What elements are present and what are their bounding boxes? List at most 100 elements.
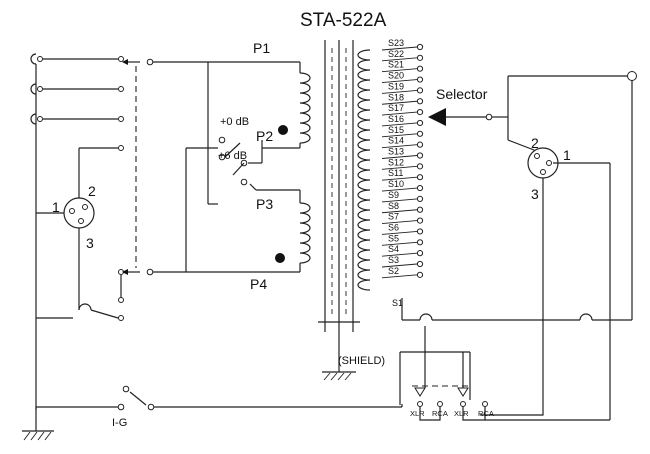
secondary-tap-label: S22	[388, 49, 404, 59]
secondary-tap-terminal	[416, 174, 424, 181]
secondary-tap-label: S23	[388, 38, 404, 48]
secondary-tap-terminal	[416, 109, 424, 116]
output-label-xlr-1: XLR	[410, 409, 425, 418]
tap-label-s1-bottom: S1	[392, 298, 403, 308]
input-jacks	[30, 53, 118, 410]
secondary-tap-label: S3	[388, 255, 399, 265]
primary-winding-upper	[299, 62, 311, 148]
ig-switch	[36, 385, 403, 411]
secondary-tap-lead	[381, 89, 418, 94]
tap-label-p2: P2	[256, 128, 273, 144]
secondary-tap-terminal	[416, 141, 424, 148]
secondary-tap-label: S19	[388, 81, 404, 91]
input-selector-switch	[118, 56, 186, 321]
secondary-tap-lead	[381, 68, 418, 73]
secondary-tap-label: S8	[388, 201, 399, 211]
secondary-tap-terminal	[416, 228, 424, 235]
tap-label-p1: P1	[253, 40, 270, 56]
secondary-tap-terminal	[416, 87, 424, 94]
secondary-winding	[357, 49, 371, 291]
secondary-tap-terminal	[416, 54, 424, 61]
secondary-tap-lead	[381, 133, 418, 138]
secondary-tap-terminals	[381, 43, 424, 279]
selector-wiring	[446, 75, 632, 151]
secondary-tap-lead	[381, 231, 418, 235]
secondary-tap-terminal	[416, 130, 424, 137]
output-label-rca-1: RCA	[432, 409, 448, 418]
secondary-tap-label: S10	[388, 179, 404, 189]
secondary-tap-terminal	[416, 217, 424, 224]
secondary-tap-label: S21	[388, 60, 404, 70]
secondary-tap-terminal	[416, 184, 424, 192]
gain-label-six-db: +6 dB	[218, 150, 247, 162]
secondary-tap-label: S14	[388, 136, 404, 146]
secondary-tap-lead	[381, 187, 418, 192]
right-xlr-pin3: 3	[531, 186, 539, 202]
secondary-tap-lead	[381, 252, 418, 257]
secondary-tap-label: S20	[388, 71, 404, 81]
selector-label: Selector	[436, 86, 488, 102]
secondary-tap-label: S13	[388, 147, 404, 157]
secondary-tap-label: S12	[388, 157, 404, 167]
secondary-tap-lead	[381, 100, 418, 105]
secondary-tap-lead	[381, 198, 418, 203]
secondary-tap-terminal	[416, 195, 424, 202]
secondary-tap-label: S18	[388, 92, 404, 102]
secondary-tap-lead	[381, 274, 418, 279]
gain-switch	[218, 136, 248, 186]
secondary-tap-lead	[381, 155, 418, 159]
secondary-tap-lead	[381, 111, 418, 116]
output-label-rca-2: RCA	[478, 409, 494, 418]
secondary-tap-lead	[381, 176, 418, 181]
secondary-tap-lead	[381, 57, 418, 62]
secondary-tap-terminal	[416, 76, 424, 83]
polarity-dot-upper	[278, 125, 288, 135]
secondary-tap-terminal	[416, 239, 424, 246]
secondary-tap-terminal	[416, 98, 424, 105]
ig-label: I-G	[112, 417, 127, 429]
left-xlr-connector	[63, 197, 95, 229]
secondary-tap-lead	[381, 122, 418, 127]
secondary-tap-lead	[381, 46, 418, 51]
secondary-tap-lead	[381, 209, 418, 214]
selector-arrow	[428, 108, 446, 126]
tap-label-p3: P3	[256, 196, 273, 212]
shield-label: (SHIELD)	[338, 355, 385, 367]
primary-wiring	[152, 61, 300, 273]
secondary-tap-terminal	[416, 206, 424, 213]
secondary-tap-labels: S23S22S21S20S19S18S17S16S15S14S13S12S11S…	[388, 38, 404, 276]
right-wiring	[401, 71, 637, 420]
left-xlr-wiring	[36, 147, 119, 319]
secondary-tap-label: S7	[388, 212, 399, 222]
right-xlr-pin1: 1	[563, 147, 571, 163]
secondary-tap-label: S4	[388, 244, 399, 254]
secondary-tap-lead	[381, 220, 418, 225]
secondary-tap-label: S5	[388, 233, 399, 243]
secondary-tap-lead	[381, 165, 418, 170]
output-label-xlr-2: XLR	[454, 409, 469, 418]
secondary-tap-label: S9	[388, 190, 399, 200]
output-jack-wiring	[399, 326, 610, 421]
secondary-tap-terminal	[416, 119, 424, 127]
gain-label-zero-db: +0 dB	[220, 116, 249, 128]
secondary-tap-lead	[381, 241, 418, 246]
right-xlr-pin2: 2	[531, 135, 539, 151]
secondary-tap-lead	[381, 263, 418, 268]
transformer-model-title: STA-522A	[300, 10, 387, 31]
secondary-tap-lead	[381, 144, 418, 149]
primary-winding-lower	[299, 190, 311, 272]
secondary-tap-label: S16	[388, 114, 404, 124]
secondary-tap-terminal	[416, 163, 424, 170]
left-xlr-pin2: 2	[88, 183, 96, 199]
secondary-tap-terminal	[416, 250, 424, 257]
secondary-tap-lead	[381, 79, 418, 83]
tap-label-p4: P4	[250, 276, 267, 292]
secondary-tap-label: S11	[388, 168, 403, 178]
secondary-tap-label: S15	[388, 125, 404, 135]
secondary-tap-label: S17	[388, 103, 404, 113]
left-xlr-pin1: 1	[52, 199, 60, 215]
secondary-tap-terminal	[416, 152, 424, 159]
polarity-dot-lower	[275, 253, 285, 263]
secondary-tap-terminal	[416, 65, 424, 72]
